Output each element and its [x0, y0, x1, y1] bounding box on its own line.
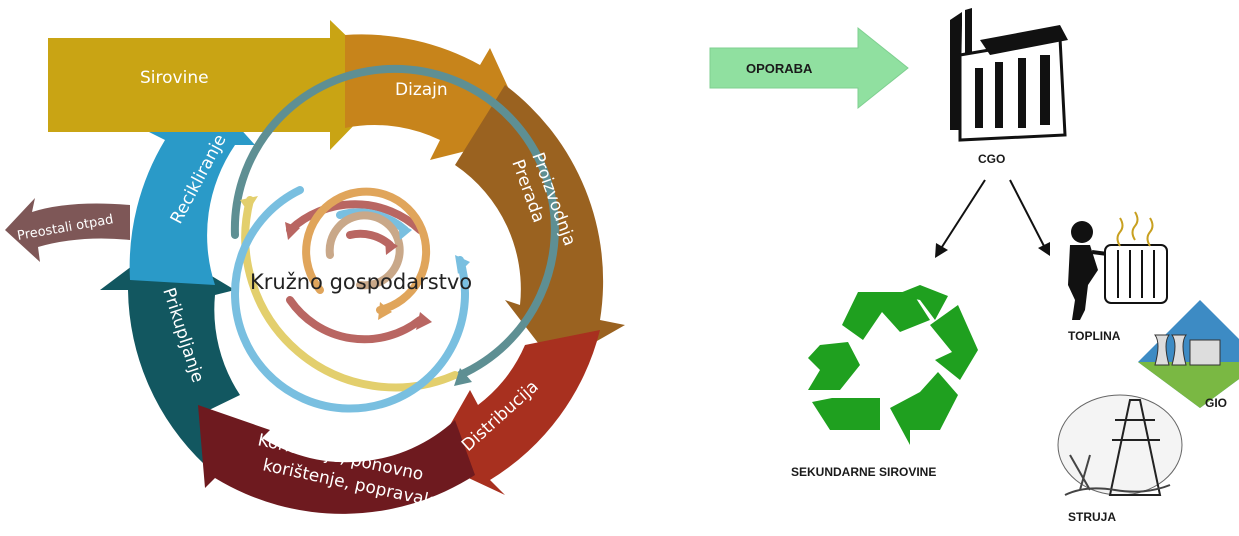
toplina-label: TOPLINA	[1068, 329, 1121, 343]
heat-icon	[1068, 211, 1168, 320]
arrowhead	[455, 255, 470, 274]
ring-sand	[325, 211, 404, 290]
distribucija-segment	[430, 330, 600, 495]
ring-orange	[302, 187, 431, 314]
circular-economy-diagram: Sirovine Dizajn Proizvodnja Prerada Dist…	[5, 20, 625, 514]
center-title: Kružno gospodarstvo	[250, 270, 472, 294]
arrowhead	[398, 222, 412, 240]
split-arrows	[935, 179, 1050, 258]
factory-icon	[950, 8, 1068, 142]
koristenje-segment	[198, 405, 475, 514]
arrowhead	[240, 196, 258, 212]
oporaba-arrow	[709, 26, 909, 110]
sirovine-arrow	[48, 20, 395, 150]
sirovine-label: Sirovine	[140, 68, 209, 88]
ring-blue	[231, 186, 469, 413]
recikliranje-segment	[129, 95, 255, 285]
electricity-icon	[1057, 394, 1183, 496]
ring-arrowheads	[240, 196, 472, 386]
arrowhead	[454, 368, 472, 386]
proizvodnja-segment	[455, 85, 625, 365]
ring-red-inner	[346, 229, 394, 249]
cgo-label: CGO	[978, 152, 1005, 166]
arrowhead	[385, 238, 398, 255]
ring-teal	[230, 64, 559, 379]
power-plant-icon	[1138, 300, 1239, 408]
struja-label: STRUJA	[1068, 510, 1116, 524]
oporaba-label: OPORABA	[746, 61, 813, 76]
arrowhead	[378, 302, 392, 320]
ring-red	[286, 200, 424, 234]
preostali-otpad-arrow	[5, 198, 130, 262]
sekundarne-sirovine-label: SEKUNDARNE SIROVINE	[791, 465, 936, 479]
recycle-icon	[808, 285, 978, 445]
ring-red-lower	[286, 296, 424, 344]
arrowhead	[416, 312, 432, 330]
recovery-diagram: OPORABA CGO SEKUND	[709, 8, 1239, 524]
arrowhead	[285, 222, 300, 240]
dizajn-label: Dizajn	[395, 80, 448, 100]
gio-label: GIO	[1205, 396, 1227, 410]
